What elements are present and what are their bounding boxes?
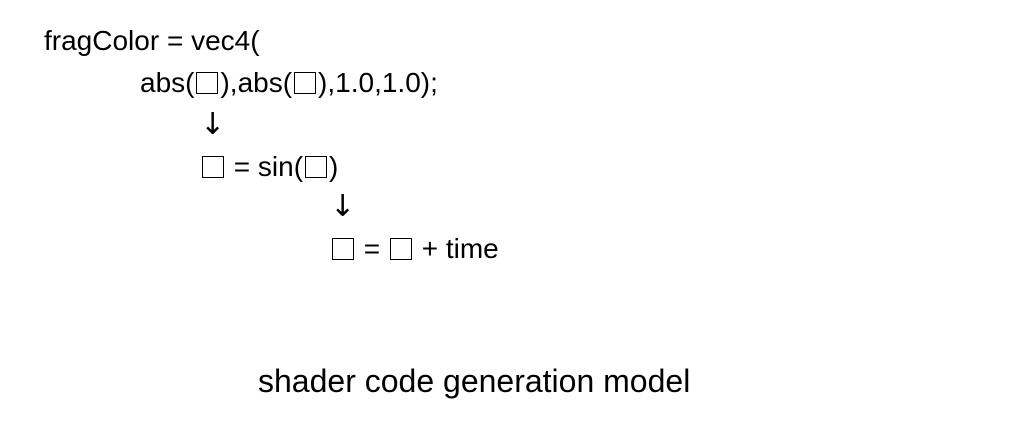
code-line-time: = + time	[330, 232, 499, 266]
code-text: ),abs(	[220, 67, 293, 98]
code-line-fragcolor: fragColor = vec4(	[44, 24, 260, 58]
placeholder-box	[305, 156, 328, 178]
down-arrow-icon: ↓	[200, 107, 226, 142]
code-text: )	[329, 151, 339, 182]
code-text: fragColor = vec4(	[44, 25, 260, 56]
code-text: ),1.0,1.0);	[318, 67, 438, 98]
code-text: + time	[413, 233, 499, 264]
placeholder-box	[294, 72, 317, 94]
placeholder-box	[196, 72, 219, 94]
code-text: abs(	[140, 67, 195, 98]
placeholder-box	[332, 238, 354, 260]
diagram-caption: shader code generation model	[258, 363, 691, 399]
placeholder-box	[202, 156, 224, 178]
placeholder-box	[389, 238, 412, 260]
code-text: = sin(	[226, 151, 304, 182]
code-line-sin: = sin()	[200, 150, 338, 184]
down-arrow-icon: ↓	[330, 189, 356, 224]
code-line-abs: abs( ),abs( ),1.0,1.0);	[140, 66, 438, 100]
code-text: =	[356, 233, 388, 264]
